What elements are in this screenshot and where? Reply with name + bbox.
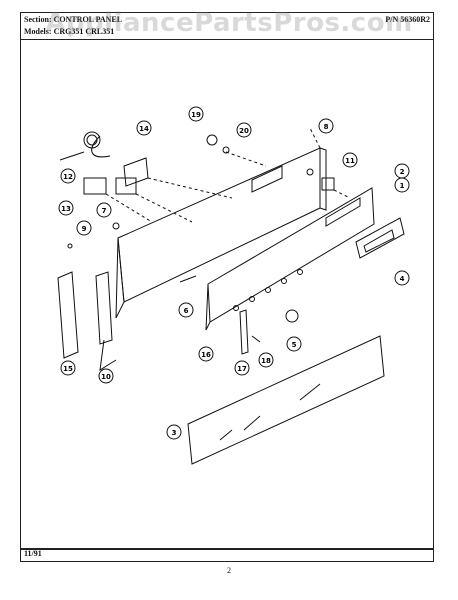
svg-text:12: 12: [63, 173, 73, 181]
callout-1: 1: [394, 177, 410, 193]
light-switch: [321, 177, 335, 191]
callout-20: 20: [236, 122, 252, 138]
svg-text:14: 14: [139, 125, 149, 133]
svg-text:5: 5: [292, 341, 297, 349]
footer-box: [20, 548, 434, 562]
svg-text:1: 1: [400, 182, 405, 190]
control-panel-housing: [117, 147, 321, 303]
models-value: CRG351 CRL351: [53, 27, 115, 36]
callout-13: 13: [58, 200, 74, 216]
end-cap: [57, 271, 79, 359]
svg-text:17: 17: [237, 365, 247, 373]
clock-assembly: [355, 217, 405, 259]
footer-date: 11/91: [24, 549, 42, 558]
glass-panel: [187, 335, 385, 465]
section-label: Section:: [24, 15, 52, 24]
part-code: P/N 56360R2: [385, 15, 430, 24]
svg-text:2: 2: [400, 168, 405, 176]
callout-4: 4: [394, 270, 410, 286]
selector-switch: [83, 177, 107, 195]
section-value: CONTROL PANEL: [53, 15, 123, 24]
header-box: [20, 12, 434, 40]
callout-8: 8: [318, 118, 334, 134]
clip: [222, 146, 230, 154]
trim-strip: [239, 309, 249, 355]
page-number: 2: [227, 566, 231, 575]
callout-11: 11: [342, 152, 358, 168]
callout-2: 2: [394, 163, 410, 179]
callout-15: 15: [60, 360, 76, 376]
svg-text:10: 10: [101, 373, 111, 381]
svg-text:9: 9: [82, 225, 87, 233]
callout-18: 18: [258, 352, 274, 368]
callout-9: 9: [76, 220, 92, 236]
knob: [206, 134, 218, 146]
svg-text:13: 13: [61, 205, 71, 213]
svg-text:19: 19: [191, 111, 201, 119]
callout-6: 6: [178, 302, 194, 318]
callout-14: 14: [136, 120, 152, 136]
callout-3: 3: [166, 424, 182, 440]
callout-12: 12: [60, 168, 76, 184]
svg-text:3: 3: [172, 429, 177, 437]
callout-19: 19: [188, 106, 204, 122]
svg-text:11: 11: [345, 157, 355, 165]
svg-text:7: 7: [102, 207, 107, 215]
svg-text:15: 15: [63, 365, 73, 373]
models-row: Models: CRG351 CRL351: [24, 27, 114, 36]
section-row: Section: CONTROL PANEL: [24, 15, 122, 24]
svg-text:4: 4: [400, 275, 405, 283]
backsplash-panel: [207, 187, 375, 323]
bracket: [95, 271, 113, 345]
models-label: Models:: [24, 27, 52, 36]
thermostat-switch: [123, 157, 149, 187]
exploded-parts-diagram: 1 2 3 4 5 6 7 8 9 10 11 12 13 14 15 16 1…: [57, 106, 410, 465]
callout-7: 7: [96, 202, 112, 218]
svg-text:20: 20: [239, 127, 249, 135]
callout-10: 10: [98, 368, 114, 384]
diagram-frame: [20, 40, 434, 550]
svg-text:18: 18: [261, 357, 271, 365]
callout-16: 16: [198, 346, 214, 362]
callout-5: 5: [286, 336, 302, 352]
svg-text:8: 8: [324, 123, 329, 131]
svg-text:6: 6: [184, 307, 189, 315]
svg-text:16: 16: [201, 351, 211, 359]
callout-17: 17: [234, 360, 250, 376]
